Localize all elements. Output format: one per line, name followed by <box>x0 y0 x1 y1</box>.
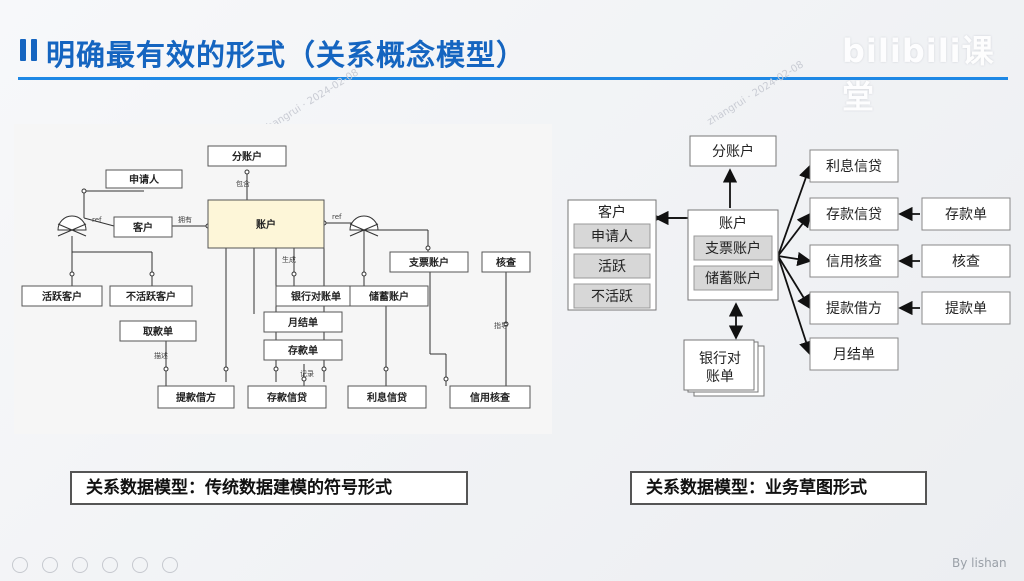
sketch-far-right-box <box>921 291 1011 325</box>
left-caption: 关系数据模型：传统数据建模的符号形式 <box>70 471 468 505</box>
sketch-statement-box <box>683 339 755 391</box>
relation-label: 拥有 <box>178 215 192 224</box>
relation-label: 描述 <box>154 351 168 360</box>
entity-label: 支票账户 <box>408 256 449 269</box>
entity-label: 活跃客户 <box>42 290 82 303</box>
entity-label: 申请人 <box>129 173 160 186</box>
subtype-symbol-icon <box>57 215 87 231</box>
entity-label: 客户 <box>132 221 153 234</box>
pen-icon[interactable] <box>72 557 88 573</box>
sketch-label: 申请人 <box>591 229 633 245</box>
right-caption: 关系数据模型：业务草图形式 <box>630 471 927 505</box>
sketch-account-item <box>693 235 773 261</box>
menu-icon[interactable] <box>162 557 178 573</box>
entity-active-customer <box>21 285 103 307</box>
zoom-icon[interactable] <box>132 557 148 573</box>
entity-customer <box>113 216 173 238</box>
entity-credit-verification <box>449 385 531 409</box>
sketch-right-box <box>809 291 899 325</box>
header: 明确最有效的形式（关系概念模型） bilibili课堂 <box>0 0 1024 116</box>
relation-label: ref <box>92 216 102 224</box>
er-diagram-panel <box>14 124 552 434</box>
relation-label: 记录 <box>300 370 314 378</box>
share-icon[interactable] <box>102 557 118 573</box>
entity-label: 储蓄账户 <box>368 290 409 303</box>
entity-deposit-slip <box>263 339 343 361</box>
bilibili-logo: bilibili课堂 <box>842 32 995 116</box>
player-controls <box>12 557 178 573</box>
entity-monthly-statement <box>263 311 343 333</box>
subtype-symbol-icon <box>349 215 379 231</box>
sketch-label: 支票账户 <box>705 240 761 257</box>
sketch-right-box <box>809 244 899 278</box>
business-sketch: 分账户 客户 申请人 活跃 不活跃 账户 支票账户 储蓄账户 银行对 账单 利息… <box>567 135 1011 397</box>
sketch-customer-item <box>573 283 651 309</box>
sketch-sub-account-box <box>689 135 777 167</box>
entity-label: 银行对账单 <box>291 290 341 303</box>
sketch-label: 银行对 <box>699 351 741 367</box>
relation-label: 包含 <box>236 179 250 188</box>
sketch-label: 账单 <box>706 369 734 385</box>
relation-label: ref <box>332 213 342 221</box>
sketch-customer-item <box>573 223 651 249</box>
sketch-label: 账户 <box>719 215 747 232</box>
entity-account <box>207 199 325 249</box>
sketch-label: 储蓄账户 <box>705 270 761 287</box>
entity-label: 不活跃客户 <box>126 290 176 303</box>
entity-label: 核查 <box>496 256 517 269</box>
sketch-right-box <box>809 197 899 231</box>
entity-label: 信用核查 <box>470 391 511 404</box>
play-icon[interactable] <box>12 557 28 573</box>
entity-label: 提款借方 <box>176 391 216 404</box>
entity-label: 取款单 <box>143 325 173 338</box>
entity-label: 存款单 <box>288 344 318 357</box>
entity-verification <box>481 251 531 273</box>
byline: By lishan <box>952 556 1007 570</box>
sketch-far-right-box <box>921 244 1011 278</box>
entity-withdrawal-slip <box>119 320 197 342</box>
sketch-label: 分账户 <box>712 143 754 160</box>
relation-label: 生成 <box>282 255 296 264</box>
entity-label: 月结单 <box>287 316 318 329</box>
sketch-label: 利息信贷 <box>826 158 882 175</box>
rewind-icon[interactable] <box>42 557 58 573</box>
page-title: 明确最有效的形式（关系概念模型） <box>46 38 527 72</box>
sketch-right-box <box>809 149 899 183</box>
entity-applicant <box>105 169 183 189</box>
entity-withdraw-borrow <box>157 385 235 409</box>
sketch-label: 不活跃 <box>591 289 633 305</box>
entity-sub-account <box>207 145 287 167</box>
sketch-customer-item <box>573 253 651 279</box>
entity-label: 存款信贷 <box>267 391 307 404</box>
sketch-label: 核查 <box>952 254 980 270</box>
sketch-right-box <box>809 337 899 371</box>
entity-label: 分账户 <box>232 150 262 163</box>
title-accent-icon <box>20 39 42 65</box>
sketch-label: 信用核查 <box>826 254 882 270</box>
relation-label: 指导 <box>494 321 508 330</box>
entity-interest-credit <box>347 385 427 409</box>
entity-inactive-customer <box>109 285 193 307</box>
sketch-label: 客户 <box>598 204 626 221</box>
er-diagram: 分账户 申请人 客户 账户 活跃客户 不活跃客户 银行对账单 月结单 存款单 取… <box>21 145 531 409</box>
title-divider <box>18 77 1008 80</box>
entity-savings-account <box>349 285 429 307</box>
sketch-label: 存款信贷 <box>826 207 882 223</box>
sketch-account-item <box>693 265 773 291</box>
sketch-label: 活跃 <box>598 259 626 275</box>
sketch-label: 提款单 <box>945 301 987 317</box>
entity-deposit-credit <box>247 385 327 409</box>
sketch-label: 提款借方 <box>826 301 882 317</box>
entity-label: 账户 <box>256 218 276 231</box>
sketch-label: 月结单 <box>833 347 875 363</box>
sketch-far-right-box <box>921 197 1011 231</box>
sketch-label: 存款单 <box>945 207 987 223</box>
entity-checking-account <box>389 251 469 273</box>
entity-label: 利息信贷 <box>367 391 407 404</box>
